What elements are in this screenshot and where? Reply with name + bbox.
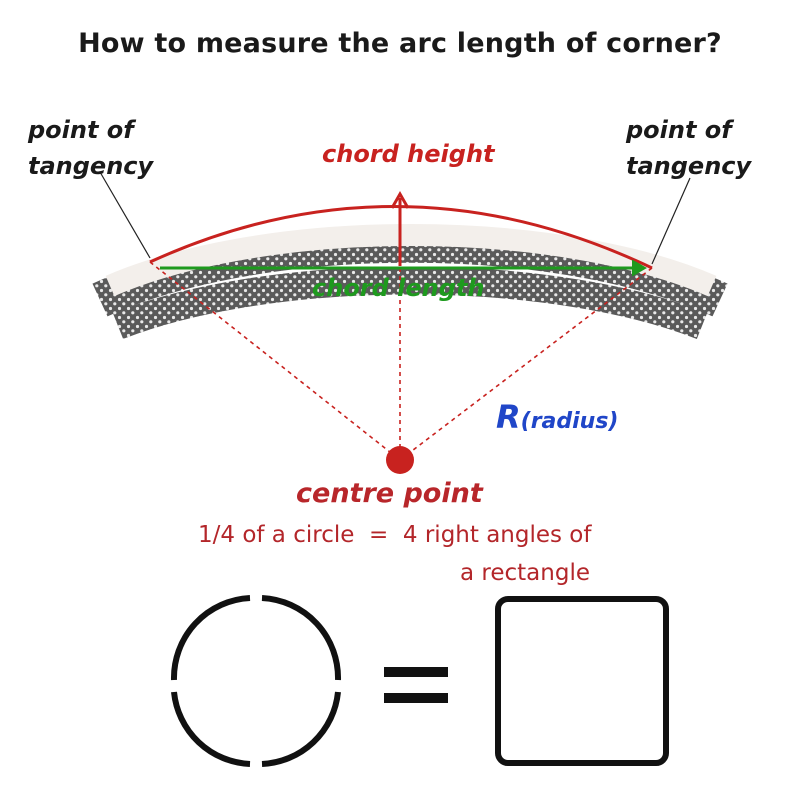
tangency-label-right: point of tangency xyxy=(626,112,751,184)
chord-length-arrowhead xyxy=(631,259,648,277)
equation-line-2: a rectangle xyxy=(460,560,590,586)
strip-inner-band xyxy=(112,266,708,340)
centre-dot xyxy=(386,446,414,474)
centre-point-label: centre point xyxy=(296,478,483,509)
chord-height-arrowhead xyxy=(390,190,410,209)
radius-label-sub: (radius) xyxy=(520,409,619,434)
page-title: How to measure the arc length of corner? xyxy=(78,28,722,59)
radius-label: R(radius) xyxy=(496,398,619,436)
tangency-label-left: point of tangency xyxy=(28,112,153,184)
equals-sign-icon xyxy=(384,667,448,703)
tangency-left-line2: tangency xyxy=(28,152,154,180)
radius-line-left xyxy=(149,261,401,461)
tangency-right-line1: point of xyxy=(626,116,732,144)
four-quarter-circle-icon xyxy=(170,595,342,767)
chord-height-label: chord height xyxy=(322,140,495,168)
rounded-square-icon xyxy=(495,596,669,766)
tangency-pointer-right xyxy=(651,177,691,265)
chord-length-label: chord length xyxy=(312,274,485,302)
radius-line-right xyxy=(399,267,653,461)
radius-label-main: R xyxy=(496,398,521,436)
tangency-pointer-left xyxy=(99,171,151,259)
tangency-left-line1: point of xyxy=(28,116,134,144)
equation-line-1: 1/4 of a circle = 4 right angles of xyxy=(198,522,592,548)
tangency-right-line2: tangency xyxy=(626,152,752,180)
